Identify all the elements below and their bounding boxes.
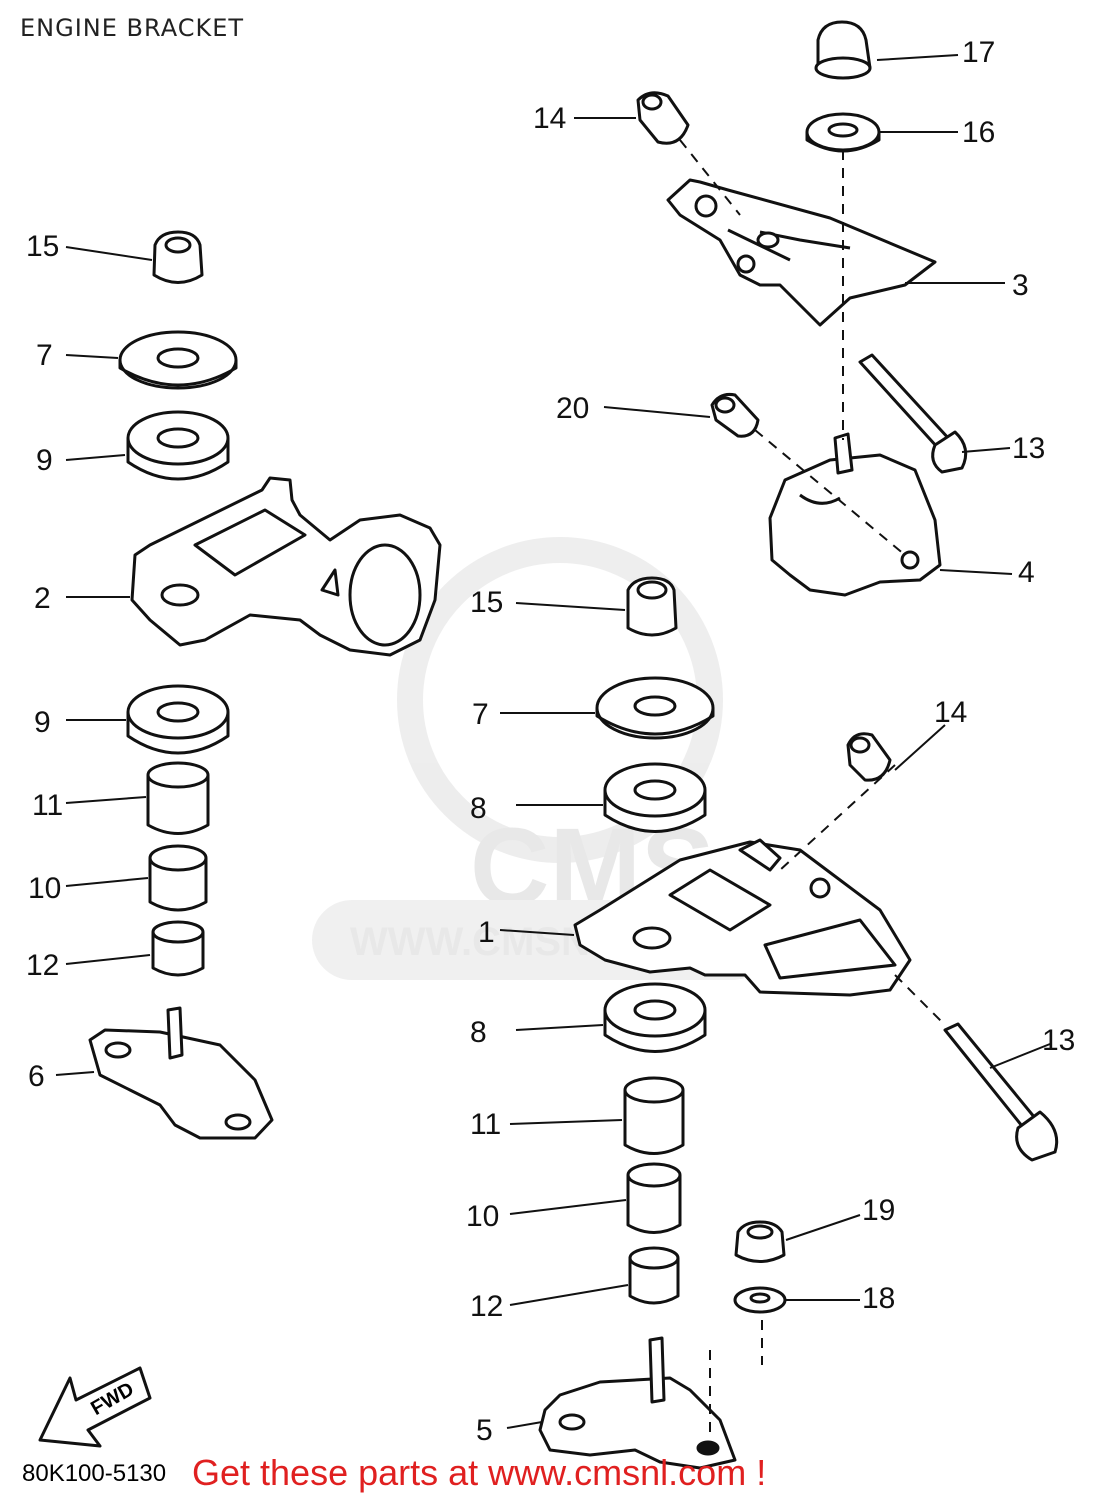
callout-19: 19 [862,1194,895,1227]
part-plate-5 [538,1336,737,1470]
callout-7: 7 [36,339,53,372]
callout-15b: 15 [470,586,503,619]
parts [38,20,1059,1470]
part-bush-12a [151,920,205,977]
callout-8: 8 [470,792,487,825]
part-mount-4 [768,432,942,597]
fwd-arrow-icon [38,1366,152,1448]
part-sleeve-11b [623,1076,685,1155]
part-spacer-9a [126,410,230,481]
part-washer-7b [595,676,715,740]
part-sleeve-11a [146,761,210,835]
callout-9b: 9 [34,706,51,739]
callout-15: 15 [26,230,59,263]
part-bolt-13b [943,1022,1059,1162]
callout-12b: 12 [470,1290,503,1323]
part-nut-19 [734,1220,786,1263]
callout-20: 20 [556,392,589,425]
part-cap-nut-17 [814,20,872,80]
part-nut-15a [152,230,204,284]
part-nut-15b [626,576,678,637]
diagram-code: 80K100-5130 [22,1460,167,1487]
callout-12: 12 [26,949,59,982]
part-nut-14b [846,732,892,782]
callout-6: 6 [28,1060,45,1093]
callout-7b: 7 [472,698,489,731]
part-nut-14a [636,91,690,145]
part-spacer-8a [603,762,707,833]
callout-2: 2 [34,582,51,615]
part-spacer-9b [126,684,230,755]
part-bracket-2 [130,476,442,657]
part-spacer-8b [603,982,707,1053]
callout-11: 11 [32,789,63,822]
callout-4: 4 [1018,556,1035,589]
callout-13: 13 [1012,432,1045,465]
part-bracket-3 [666,178,937,327]
part-bush-12b [628,1246,680,1305]
part-washer-7a [118,330,238,390]
part-collar-10b [626,1162,682,1234]
callout-13b: 13 [1042,1024,1075,1057]
assembly-lines [679,139,946,1440]
callout-1: 1 [478,916,495,949]
part-bracket-1 [573,838,912,997]
part-washer-16 [805,112,881,153]
part-washer-18 [733,1286,787,1314]
leader-lines [55,54,1051,1429]
callout-10b: 10 [466,1200,499,1233]
callout-9: 9 [36,444,53,477]
callout-18: 18 [862,1282,895,1315]
part-plate-6 [88,1006,274,1140]
callout-3: 3 [1012,269,1029,302]
part-collar-10a [148,844,208,912]
parts-link[interactable]: Get these parts at www.cmsnl.com ! [192,1452,767,1493]
part-bolt-13a [858,353,968,474]
callout-11b: 11 [470,1108,501,1141]
part-nut-20 [710,393,760,438]
callout-14: 14 [533,102,566,135]
callout-5: 5 [476,1414,493,1447]
callout-10: 10 [28,872,61,905]
callout-14b: 14 [934,696,967,729]
callout-16: 16 [962,116,995,149]
callout-labels: 17 14 16 15 3 7 20 9 13 4 2 15 9 7 14 11… [26,36,1075,1447]
callout-8b: 8 [470,1016,487,1049]
page-title: ENGINE BRACKET [20,14,245,42]
callout-17: 17 [962,36,995,69]
